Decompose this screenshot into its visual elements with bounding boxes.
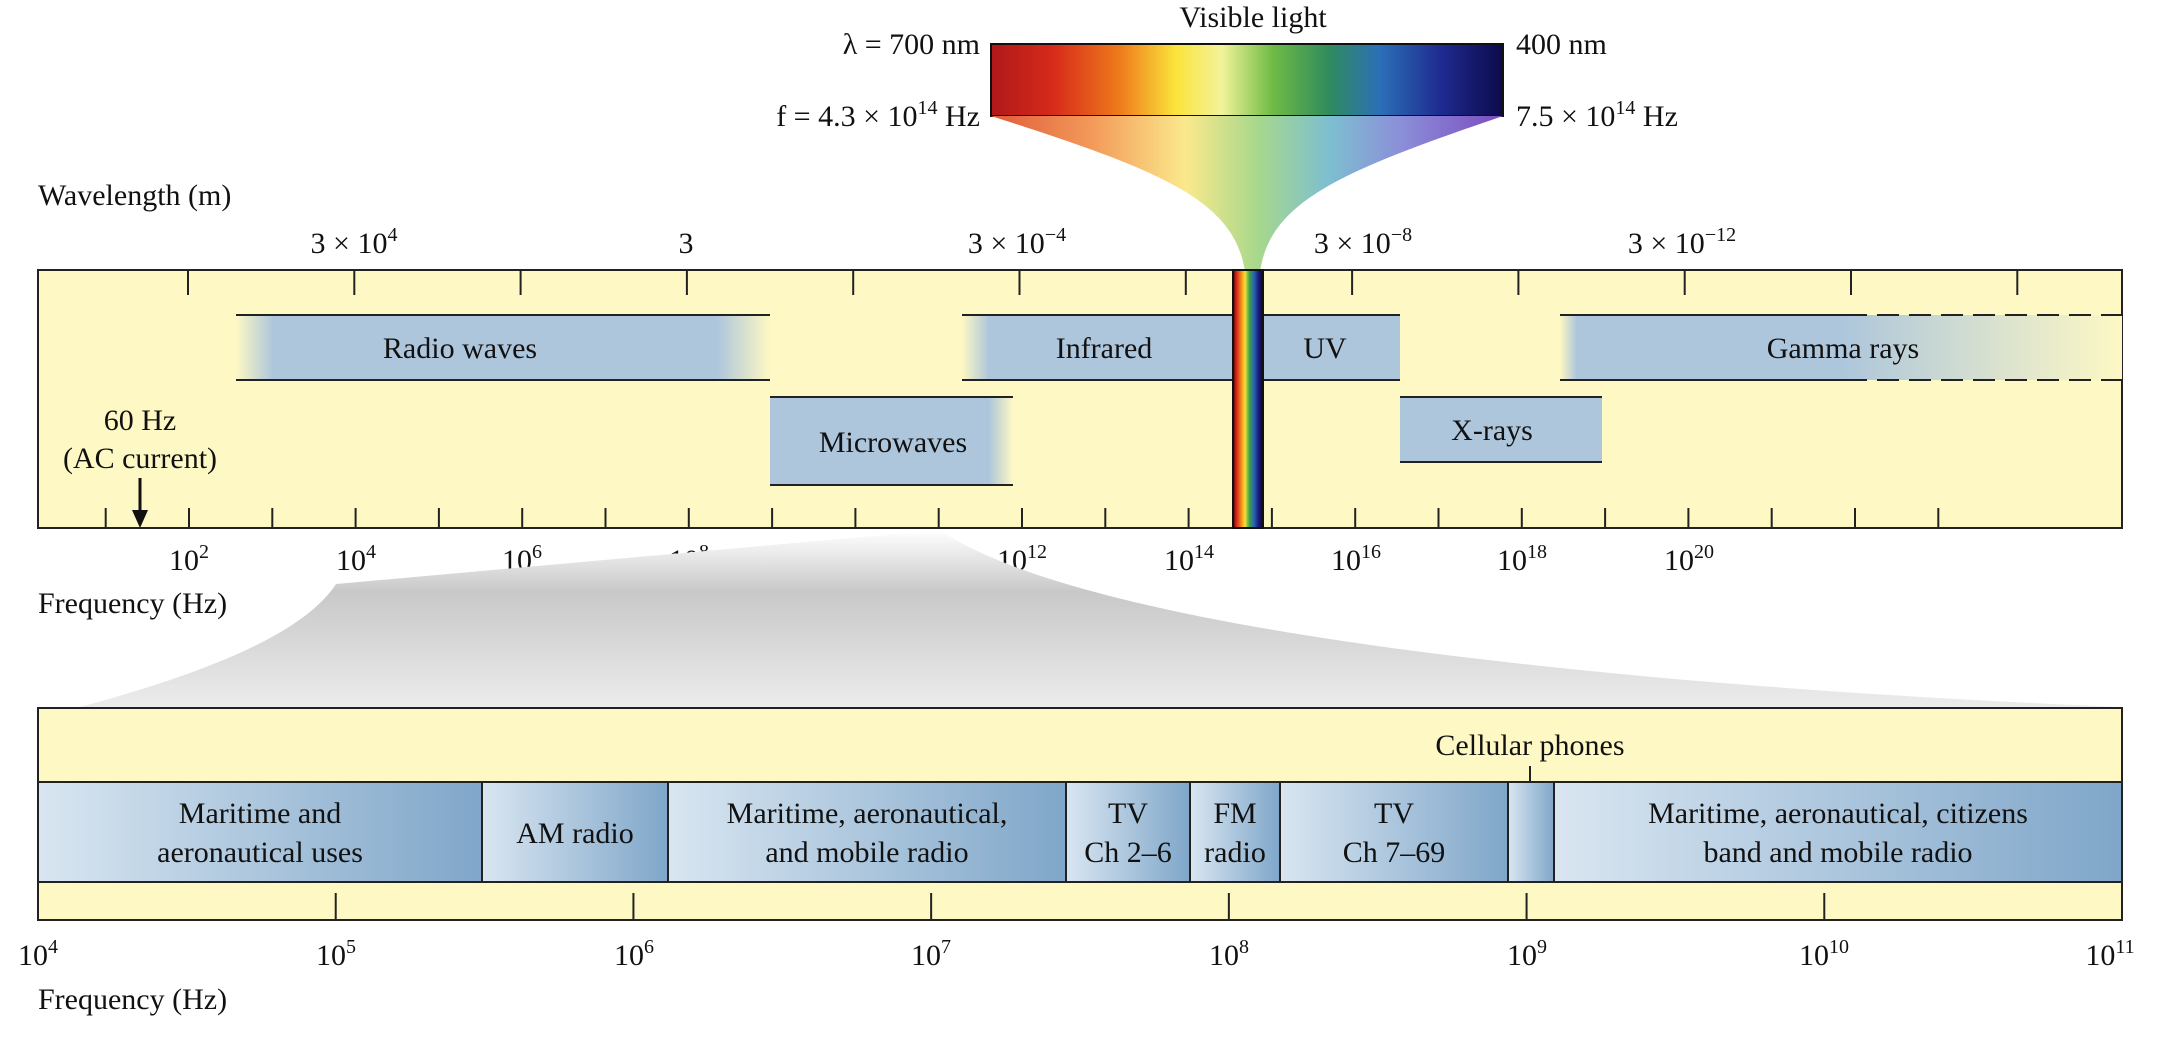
gamma-rays-label: Gamma rays bbox=[1767, 332, 1919, 365]
x-rays-label: X-rays bbox=[1451, 414, 1533, 447]
bottom-spectrum: Cellular phones Maritime and aeronautica… bbox=[18, 707, 2135, 1016]
band-am-radio: AM radio bbox=[481, 781, 669, 883]
freq-4.3e14-label: f = 4.3 × 1014 Hz bbox=[776, 97, 980, 133]
bottom-tick-label: 1010 bbox=[1799, 936, 1849, 972]
wavelength-tick-label: 3 bbox=[679, 227, 694, 260]
bottom-tick-label: 1011 bbox=[2085, 936, 2134, 972]
frequency-tick-label: 1020 bbox=[1664, 541, 1714, 577]
band-cellular-phones bbox=[1507, 781, 1555, 883]
visible-spectrum-bar bbox=[990, 43, 1504, 117]
tv-ch-2-6-label-1: TV bbox=[1108, 797, 1148, 830]
frequency-tick-label: 1014 bbox=[1164, 541, 1214, 577]
band-infrared: Infrared bbox=[962, 314, 1234, 381]
uv-label: UV bbox=[1303, 332, 1347, 365]
visible-light-title: Visible light bbox=[1179, 1, 1327, 34]
microwaves-label: Microwaves bbox=[819, 426, 967, 459]
band-maritime-mobile: Maritime, aeronautical, and mobile radio bbox=[667, 781, 1067, 883]
bottom-tick-marks bbox=[37, 893, 2123, 920]
wavelength-axis-label: Wavelength (m) bbox=[38, 179, 231, 212]
top-spectrum: Wavelength (m) 3 × 104 3 3 × 10−4 3 × 10… bbox=[37, 179, 2123, 620]
ac-current-label: (AC current) bbox=[63, 442, 217, 475]
wavelength-tick-label: 3 × 104 bbox=[311, 224, 398, 260]
band-fm-radio: FM radio bbox=[1189, 781, 1281, 883]
visible-spectrum-stripe bbox=[1232, 269, 1264, 529]
bottom-tick-label: 105 bbox=[316, 936, 356, 972]
ac-60hz-label: 60 Hz bbox=[104, 404, 176, 437]
bottom-tick-label: 108 bbox=[1209, 936, 1249, 972]
band-microwaves: Microwaves bbox=[770, 396, 1013, 486]
fm-radio-label-2: radio bbox=[1204, 836, 1266, 869]
frequency-tick-label: 1018 bbox=[1497, 541, 1547, 577]
bottom-tick-label: 107 bbox=[911, 936, 951, 972]
visible-light-inset: Visible light λ = 700 nm 400 nm f = 4.3 … bbox=[776, 1, 1678, 272]
tv-ch-2-6-label-2: Ch 2–6 bbox=[1084, 836, 1172, 869]
tv-ch-7-69-label-1: TV bbox=[1374, 797, 1414, 830]
maritime-citizens-label-1: Maritime, aeronautical, citizens bbox=[1648, 797, 2028, 830]
top-spectrum-strip bbox=[37, 269, 2123, 529]
frequency-tick-label: 1016 bbox=[1331, 541, 1381, 577]
bottom-tick-label: 104 bbox=[18, 936, 58, 972]
maritime-mobile-label-2: and mobile radio bbox=[765, 836, 968, 869]
frequency-tick-label: 104 bbox=[336, 541, 376, 577]
infrared-label: Infrared bbox=[1056, 332, 1153, 365]
zoom-wedge bbox=[80, 530, 2122, 707]
wavelength-tick-label: 3 × 10−12 bbox=[1628, 224, 1736, 260]
wavelength-tick-labels: 3 × 104 3 3 × 10−4 3 × 10−8 3 × 10−12 bbox=[311, 224, 1737, 260]
wavelength-tick-label: 3 × 10−8 bbox=[1314, 224, 1412, 260]
band-maritime-citizens-band: Maritime, aeronautical, citizens band an… bbox=[1553, 781, 2123, 883]
bottom-tick-label: 109 bbox=[1507, 936, 1547, 972]
band-gamma-rays: Gamma rays bbox=[1560, 314, 2122, 381]
maritime-mobile-label-1: Maritime, aeronautical, bbox=[727, 797, 1008, 830]
bottom-frequency-tick-labels: 104 105 106 107 108 109 1010 1011 bbox=[18, 936, 2135, 972]
band-x-rays: X-rays bbox=[1400, 396, 1602, 463]
radio-waves-label: Radio waves bbox=[383, 332, 537, 365]
lambda-700-label: λ = 700 nm bbox=[843, 28, 980, 61]
band-tv-ch-7-69: TV Ch 7–69 bbox=[1279, 781, 1509, 883]
top-frequency-axis-label: Frequency (Hz) bbox=[38, 587, 227, 620]
frequency-tick-label: 102 bbox=[169, 541, 209, 577]
ac-current-marker: 60 Hz (AC current) bbox=[63, 404, 217, 528]
band-maritime-aeronautical: Maritime and aeronautical uses bbox=[37, 781, 483, 883]
band-uv: UV bbox=[1262, 314, 1400, 381]
maritime-aeronautical-label-1: Maritime and bbox=[179, 797, 341, 830]
band-tv-ch-2-6: TV Ch 2–6 bbox=[1065, 781, 1191, 883]
wavelength-tick-label: 3 × 10−4 bbox=[968, 224, 1066, 260]
band-radio-waves: Radio waves bbox=[236, 314, 770, 381]
maritime-aeronautical-label-2: aeronautical uses bbox=[157, 836, 363, 869]
freq-7.5e14-label: 7.5 × 1014 Hz bbox=[1516, 97, 1678, 133]
bottom-frequency-axis-label: Frequency (Hz) bbox=[38, 983, 227, 1016]
tv-ch-7-69-label-2: Ch 7–69 bbox=[1343, 836, 1446, 869]
visible-funnel bbox=[991, 116, 1503, 272]
top-tick-marks bbox=[104, 270, 2019, 528]
am-radio-label: AM radio bbox=[516, 817, 633, 850]
fm-radio-label-1: FM bbox=[1213, 797, 1256, 830]
cellular-phones-label: Cellular phones bbox=[1435, 729, 1624, 762]
down-arrow-icon bbox=[132, 510, 148, 528]
bottom-tick-label: 106 bbox=[614, 936, 654, 972]
lambda-400-label: 400 nm bbox=[1516, 28, 1607, 61]
maritime-citizens-label-2: band and mobile radio bbox=[1703, 836, 1972, 869]
